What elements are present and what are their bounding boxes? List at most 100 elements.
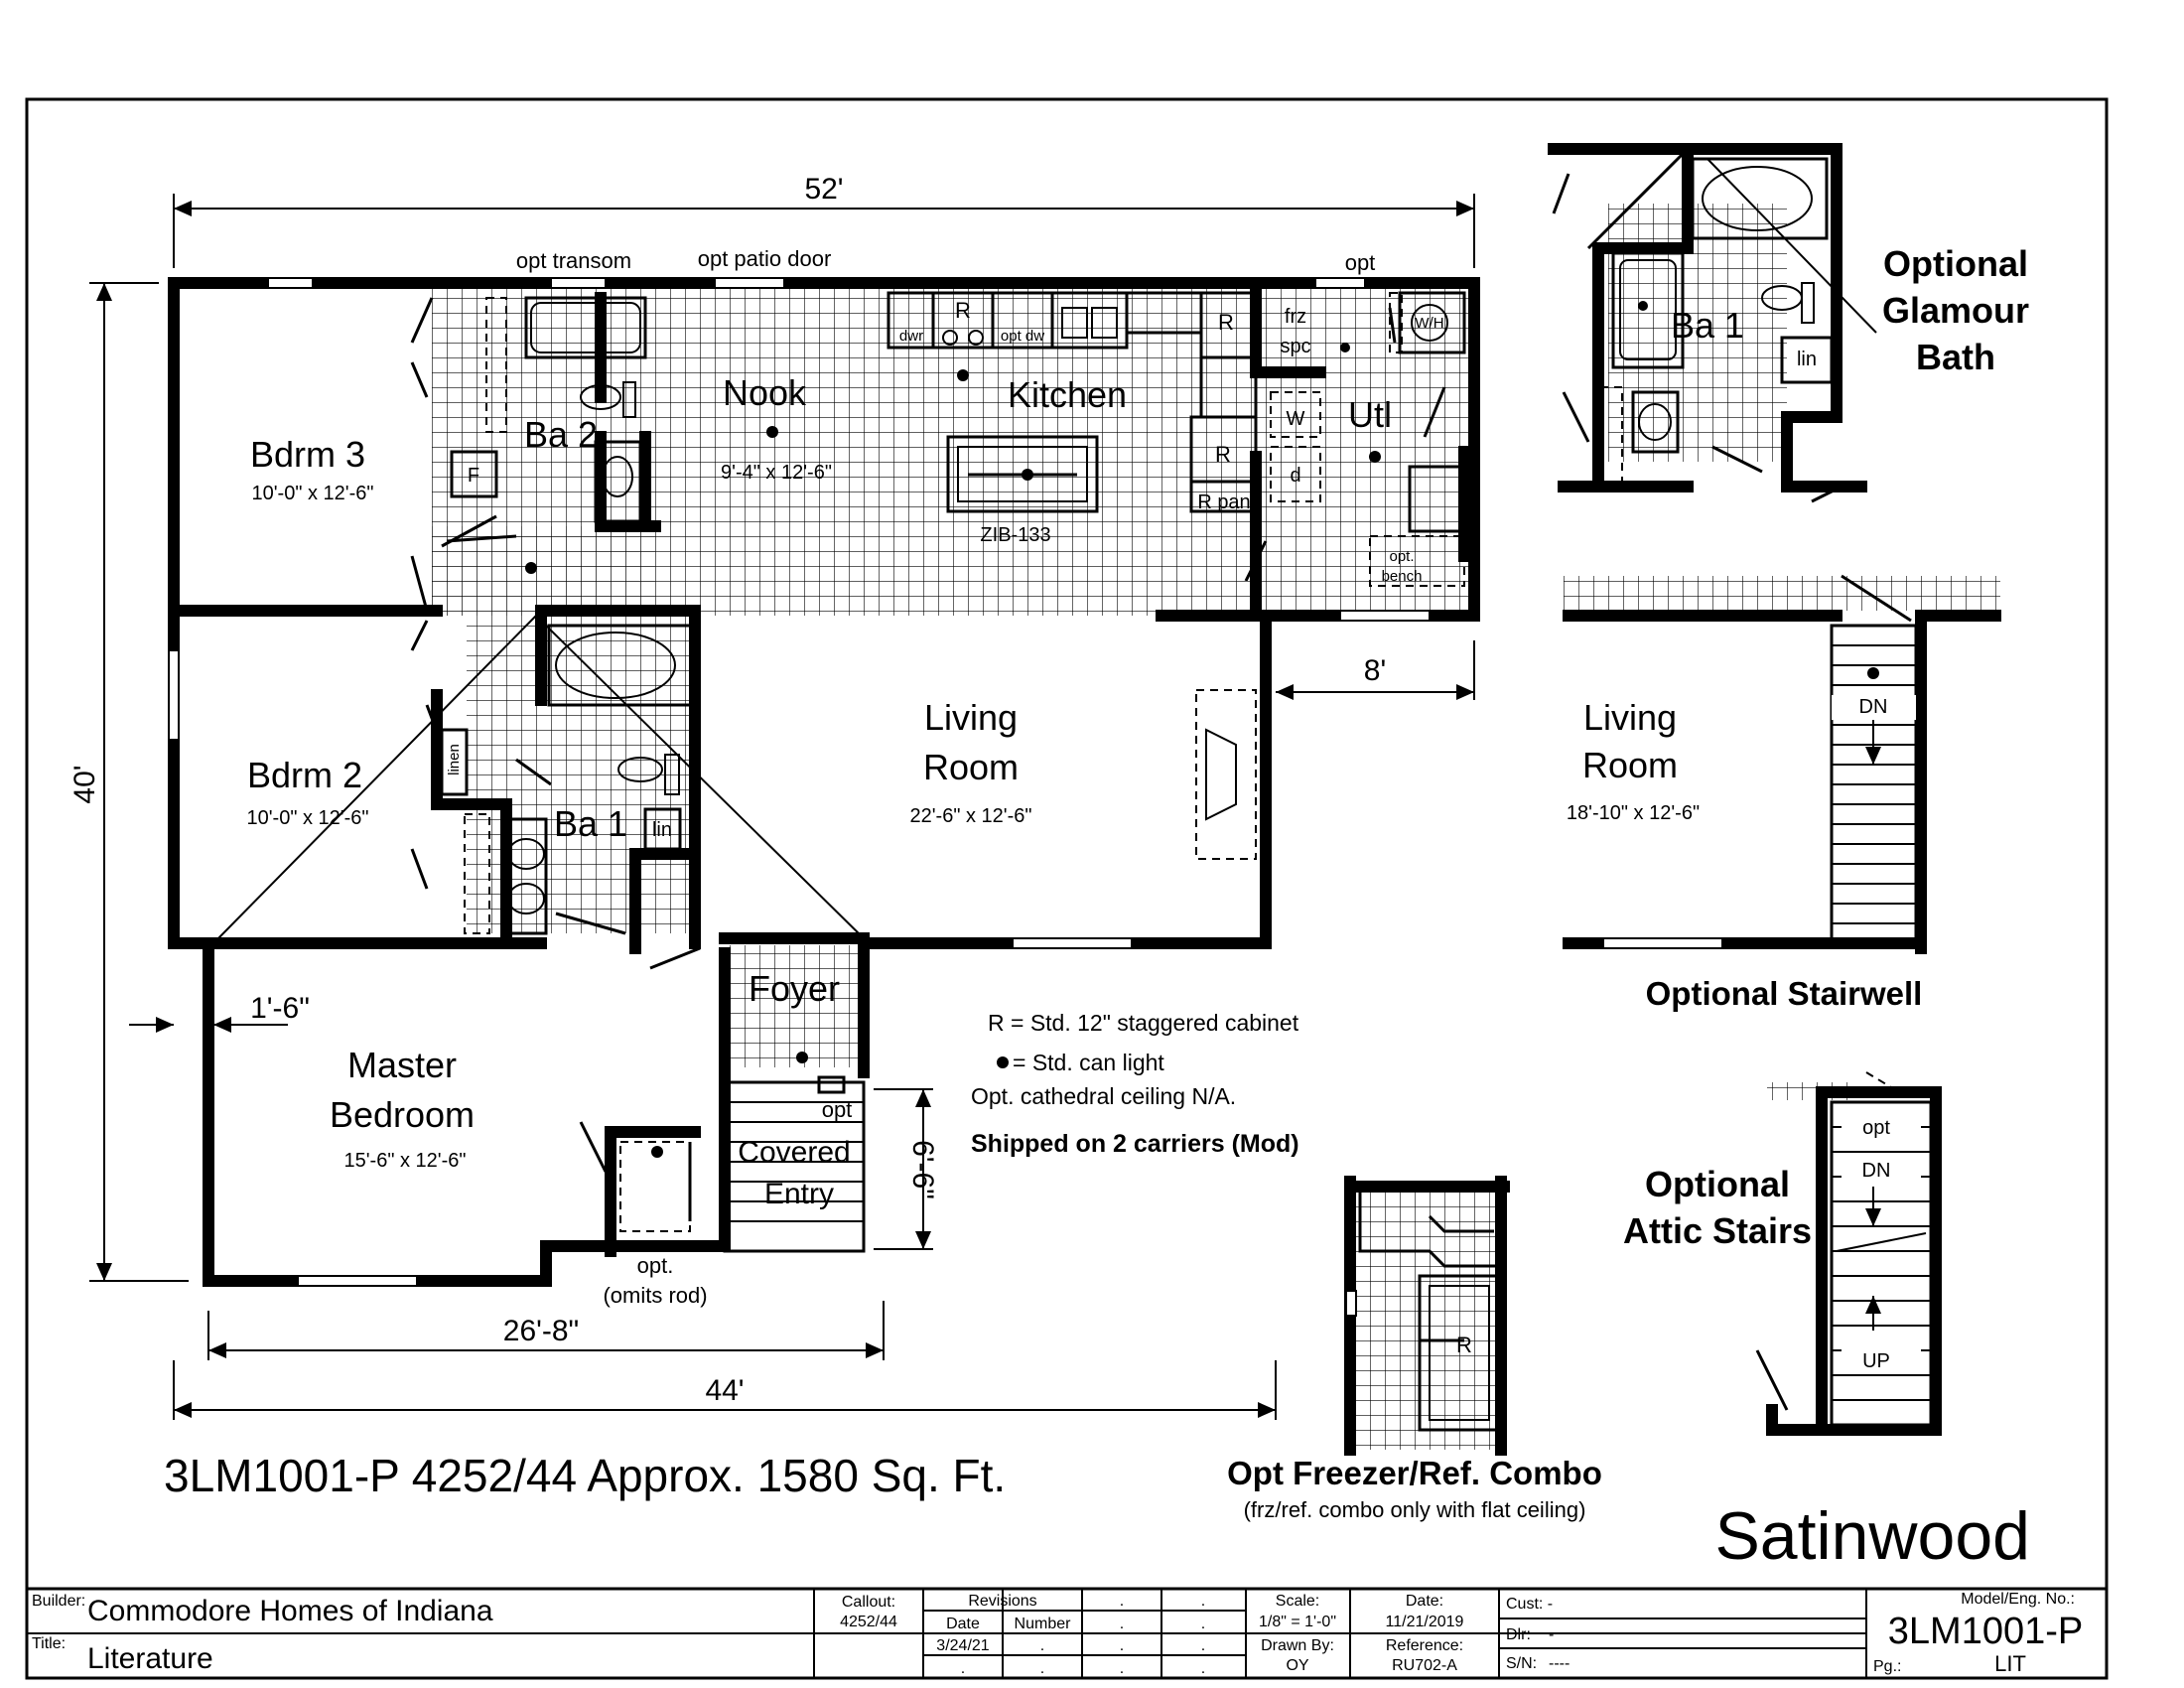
dim-width-top: 52' (804, 173, 843, 206)
inset-attic-stairs (1755, 1071, 1942, 1436)
room-living-2: Room (923, 747, 1019, 787)
tb-date-label: Date: (1406, 1593, 1443, 1610)
label-opt-bench-1: opt. (1389, 548, 1414, 565)
room-kitchen: Kitchen (1008, 374, 1127, 415)
tb-ref: RU702-A (1392, 1657, 1457, 1674)
stairwell-title: Optional Stairwell (1646, 975, 1923, 1012)
room-living-size: 22'-6" x 12'-6" (909, 805, 1031, 827)
tb-dot-6: . (1120, 1637, 1124, 1654)
tb-dot-4: . (1201, 1616, 1205, 1632)
inset-stairwell (1563, 574, 2001, 954)
label-r-corner: R (1218, 310, 1234, 335)
plan-name: Satinwood (1714, 1498, 2030, 1574)
tile-kitchen (660, 288, 1474, 616)
room-foyer: Foyer (749, 968, 840, 1009)
room-master-1: Master (347, 1045, 457, 1085)
tb-date: 11/21/2019 (1386, 1614, 1464, 1630)
note-r-cabinet: R = Std. 12" staggered cabinet (988, 1010, 1299, 1036)
room-bdrm3: Bdrm 3 (250, 434, 365, 475)
tb-dot-7: . (1201, 1637, 1205, 1654)
tb-model-label: Model/Eng. No.: (1961, 1591, 2075, 1608)
label-lin: lin (652, 819, 672, 841)
room-nook-size: 9'-4" x 12'-6" (721, 462, 832, 484)
label-opt-patio-door: opt patio door (698, 246, 832, 271)
tb-callout-label: Callout: (842, 1594, 895, 1611)
tb-revisions-label: Revisions (968, 1593, 1036, 1610)
inset-freezer (1344, 1176, 1510, 1456)
tb-sn: ---- (1549, 1655, 1570, 1672)
label-f: F (468, 465, 479, 487)
tb-ref-label: Reference: (1386, 1637, 1463, 1654)
stairwell-dn: DN (1859, 696, 1888, 718)
label-spc: spc (1280, 336, 1310, 357)
note-shipped: Shipped on 2 carriers (Mod) (971, 1130, 1299, 1158)
room-ba2: Ba 2 (524, 414, 598, 455)
tb-dlr: - (1549, 1626, 1554, 1643)
glamour-title-1: Optional (1883, 243, 2028, 284)
attic-title-1: Optional (1645, 1164, 1790, 1204)
dimension-lines (89, 194, 1475, 1420)
tb-pg-label: Pg.: (1873, 1658, 1901, 1675)
tb-model: 3LM1001-P (1888, 1611, 2083, 1652)
attic-up: UP (1862, 1350, 1890, 1372)
tb-pg: LIT (1994, 1651, 2026, 1676)
dim-front-26: 26'-8" (503, 1315, 579, 1347)
room-covered-1: Covered (738, 1136, 850, 1169)
glamour-lin: lin (1797, 349, 1817, 370)
label-wh: W/H (1415, 315, 1443, 332)
attic-dn: DN (1862, 1160, 1891, 1182)
tb-date-col: Date (946, 1616, 980, 1632)
dim-front-44: 44' (705, 1374, 744, 1407)
white-living (695, 618, 1266, 945)
tb-number-col: Number (1015, 1616, 1072, 1632)
tb-dot-2: . (1201, 1593, 1205, 1610)
room-nook: Nook (723, 372, 807, 413)
tb-dot-10: . (1120, 1660, 1124, 1677)
tb-scale: 1/8" = 1'-0" (1259, 1614, 1336, 1630)
label-opt-rod-1: opt. (637, 1253, 674, 1278)
tb-dot-8: . (961, 1660, 965, 1677)
label-opt-entry: opt (822, 1097, 853, 1122)
tb-dlr-label: Dlr: (1506, 1626, 1531, 1643)
tb-dot-9: . (1040, 1660, 1044, 1677)
tb-drawn: OY (1286, 1657, 1308, 1674)
attic-opt: opt (1862, 1117, 1890, 1139)
model-line: 3LM1001-P 4252/44 Approx. 1580 Sq. Ft. (164, 1450, 1006, 1501)
note-ceiling: Opt. cathedral ceiling N/A. (971, 1083, 1236, 1109)
stairwell-room-1: Living (1583, 697, 1677, 738)
dim-depth-left: 40' (68, 765, 101, 803)
tb-scale-label: Scale: (1276, 1593, 1319, 1610)
tb-dot-1: . (1120, 1593, 1124, 1610)
sheet-border (25, 97, 2109, 1680)
label-linen: linen (446, 744, 463, 775)
label-opt-rod-2: (omits rod) (603, 1283, 707, 1308)
tb-rev-date: 3/24/21 (936, 1637, 989, 1654)
tb-title: Literature (87, 1642, 213, 1675)
room-living-1: Living (924, 697, 1018, 738)
attic-title-2: Attic Stairs (1623, 1210, 1812, 1251)
label-washer: W (1287, 408, 1305, 430)
stairwell-room-2: Room (1582, 745, 1678, 785)
dim-master-offset: 1'-6" (250, 992, 310, 1025)
freezer-title: Opt Freezer/Ref. Combo (1227, 1455, 1602, 1491)
label-opt-dw: opt dw (1001, 328, 1044, 345)
room-bdrm2: Bdrm 2 (247, 755, 362, 795)
label-opt-transom: opt transom (516, 248, 631, 273)
note-can-light: = Std. can light (1013, 1050, 1164, 1075)
tb-dot-5: . (1040, 1637, 1044, 1654)
room-master-size: 15'-6" x 12'-6" (343, 1150, 466, 1172)
room-master-2: Bedroom (330, 1094, 475, 1135)
tb-drawn-label: Drawn By: (1261, 1637, 1334, 1654)
tb-sn-label: S/N: (1506, 1655, 1537, 1672)
freezer-subtitle: (frz/ref. combo only with flat ceiling) (1244, 1497, 1586, 1522)
tile-foyer (725, 938, 864, 1067)
dim-living-offset: 8' (1364, 654, 1386, 687)
stairwell-size: 18'-10" x 12'-6" (1567, 802, 1700, 824)
tb-callout: 4252/44 (840, 1614, 897, 1630)
tb-title-label: Title: (32, 1635, 66, 1652)
title-block (27, 1587, 2107, 1678)
label-r-pan: R pan (1197, 492, 1250, 513)
label-opt-bench-2: bench (1382, 568, 1423, 585)
dim-entry-depth: 6'-6" (906, 1140, 939, 1199)
